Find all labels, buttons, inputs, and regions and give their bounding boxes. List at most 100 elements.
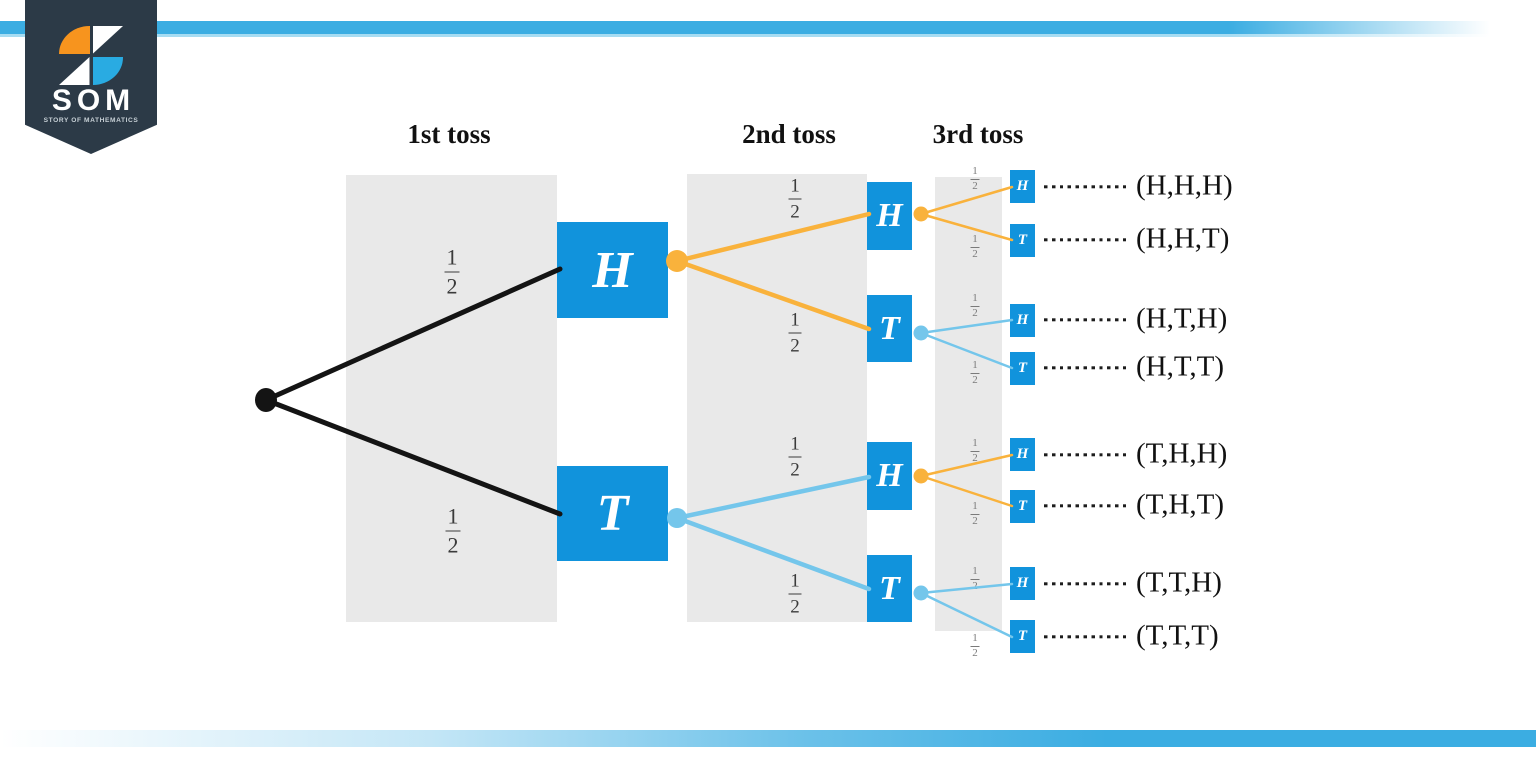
fraction-numerator: 1 xyxy=(447,503,459,529)
toss-band-2 xyxy=(687,174,867,622)
node-letter: T xyxy=(1017,498,1028,514)
node-HHT: T xyxy=(1010,224,1035,257)
fraction-numerator: 1 xyxy=(972,500,978,512)
node-HHH: H xyxy=(1010,170,1035,203)
fraction-numerator: 1 xyxy=(790,433,800,455)
node-letter: T xyxy=(879,309,900,347)
fraction-numerator: 1 xyxy=(790,570,800,592)
node-HTH: H xyxy=(1010,304,1035,337)
fraction-denominator: 2 xyxy=(972,452,978,464)
node-letter: T xyxy=(1017,360,1028,376)
node-dot-T2a xyxy=(913,325,929,341)
fraction-bar xyxy=(970,645,980,647)
dotted-leader xyxy=(1044,366,1126,370)
outcome-label: (T,H,H) xyxy=(1136,437,1228,470)
fraction-denominator: 2 xyxy=(972,248,978,260)
node-letter: H xyxy=(1016,312,1029,328)
node-T2a: T xyxy=(867,295,912,362)
node-letter: T xyxy=(1017,628,1028,644)
node-letter: H xyxy=(876,197,903,234)
fraction-bar xyxy=(444,271,460,273)
fraction-bar xyxy=(788,456,802,458)
node-T2b: T xyxy=(867,555,912,622)
node-H1: H xyxy=(557,222,668,318)
fraction-bar xyxy=(788,198,802,200)
node-letter: H xyxy=(592,241,633,299)
top-stripe xyxy=(0,21,1536,34)
fraction-bar xyxy=(970,578,980,580)
dotted-leader xyxy=(1044,185,1126,189)
som-logo-badge: SOM STORY OF MATHEMATICS xyxy=(25,0,157,154)
outcome-label: (H,H,H) xyxy=(1136,169,1233,202)
fraction-denominator: 2 xyxy=(790,201,800,223)
dotted-leader xyxy=(1044,318,1126,322)
node-THH: H xyxy=(1010,438,1035,471)
fraction-bar xyxy=(970,178,980,180)
fraction-numerator: 1 xyxy=(972,437,978,449)
fraction-bar xyxy=(788,593,802,595)
fraction-numerator: 1 xyxy=(972,632,978,644)
som-pinwheel-icon xyxy=(59,26,123,85)
fraction-denominator: 2 xyxy=(446,273,458,299)
node-HTT: T xyxy=(1010,352,1035,385)
fraction-denominator: 2 xyxy=(790,459,800,481)
node-letter: T xyxy=(879,569,900,607)
fraction-bar xyxy=(970,305,980,307)
node-dot-H2b xyxy=(913,468,929,484)
node-letter: T xyxy=(1017,232,1028,248)
fraction-bar xyxy=(970,450,980,452)
fraction-denominator: 2 xyxy=(790,335,800,357)
fraction-numerator: 1 xyxy=(972,565,978,577)
node-H2b: H xyxy=(867,442,912,510)
node-TTH: H xyxy=(1010,567,1035,600)
fraction-denominator: 2 xyxy=(790,596,800,618)
node-letter: H xyxy=(1016,178,1029,194)
dotted-leader xyxy=(1044,582,1126,586)
fraction-numerator: 1 xyxy=(972,233,978,245)
fraction-denominator: 2 xyxy=(447,532,459,558)
pinwheel-triangle-top-icon xyxy=(92,26,123,54)
fraction-denominator: 2 xyxy=(972,647,978,659)
root-node-dot xyxy=(255,388,277,412)
pinwheel-quarter-orange-icon xyxy=(59,26,90,54)
outcome-label: (T,T,H) xyxy=(1136,566,1222,599)
fraction-denominator: 2 xyxy=(972,580,978,592)
fraction-denominator: 2 xyxy=(972,374,978,386)
fraction-numerator: 1 xyxy=(972,165,978,177)
toss-header-2nd: 2nd toss xyxy=(742,119,836,149)
fraction-numerator: 1 xyxy=(790,175,800,197)
fraction-denominator: 2 xyxy=(972,515,978,527)
fraction-bar xyxy=(788,332,802,334)
node-dot-T2b xyxy=(913,585,929,601)
outcome-label: (T,T,T) xyxy=(1136,619,1219,652)
outcome-label: (H,T,T) xyxy=(1136,350,1225,383)
fraction-denominator: 2 xyxy=(972,180,978,192)
outcome-label: (H,T,H) xyxy=(1136,302,1228,335)
fraction-numerator: 1 xyxy=(790,309,800,331)
dotted-leader xyxy=(1044,453,1126,457)
node-letter: H xyxy=(1016,446,1029,462)
node-dot-H1 xyxy=(666,250,688,272)
dotted-leader xyxy=(1044,635,1126,639)
dotted-leader xyxy=(1044,238,1126,242)
outcome-label: (H,H,T) xyxy=(1136,222,1230,255)
pinwheel-triangle-bottom-icon xyxy=(59,57,90,85)
node-letter: H xyxy=(1016,575,1029,591)
toss-header-1st: 1st toss xyxy=(407,119,491,149)
toss-header-3rd: 3rd toss xyxy=(932,119,1024,149)
